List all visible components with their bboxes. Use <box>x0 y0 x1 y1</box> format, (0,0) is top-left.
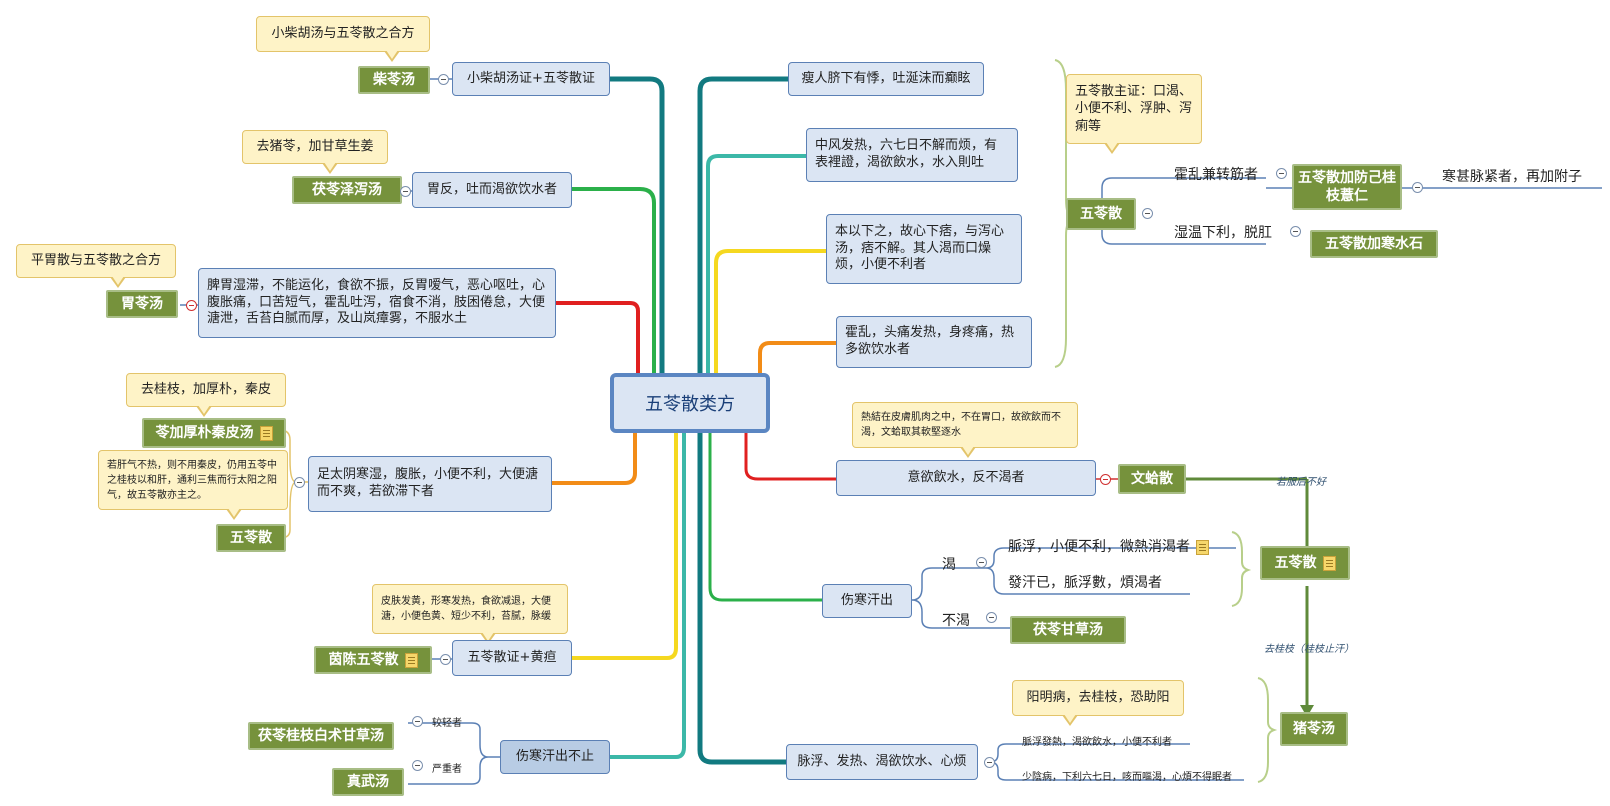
label-maifu-xiaoke-text: 脈浮，小便不利，微熱消渴者 <box>1008 539 1190 555</box>
node-maifu-fare[interactable]: 脉浮、发热、渴欲饮水、心烦 <box>786 744 978 780</box>
collapse-toggle[interactable] <box>186 300 197 311</box>
callout-gan-qi: 若肝气不热，则不用秦皮，仍用五苓中之桂枝以和肝，通利三焦而行太阳之阳气，故五苓散… <box>98 450 288 510</box>
node-zutaiyin-hanshi[interactable]: 足太阴寒湿，腹胀，小便不利，大便溏而不爽，若欲滞下者 <box>308 456 552 512</box>
remedy-ling-jia-houpo-qinpi-tang[interactable]: 苓加厚朴秦皮汤 <box>142 418 286 448</box>
collapse-toggle[interactable] <box>1276 168 1287 179</box>
node-shanghan-hanchu[interactable]: 伤寒汗出 <box>822 584 912 618</box>
label-fahan-fanke: 發汗已，脈浮數，煩渴者 <box>1008 575 1162 591</box>
node-piwei-shizhi[interactable]: 脾胃湿滞，不能运化，食欲不振，反胃嗳气，恶心呕吐，心腹胀痛，口苦短气，霍乱吐泻，… <box>198 268 556 338</box>
collapse-toggle[interactable] <box>412 760 423 771</box>
remedy-label: 苓加厚朴秦皮汤 <box>155 424 254 441</box>
node-zhongfeng-fare[interactable]: 中风发热，六七日不解而烦，有表裡證，渴欲飲水，水入則吐 <box>806 128 1018 182</box>
note-icon[interactable] <box>404 652 418 668</box>
callout-tail <box>322 162 338 174</box>
remedy-fuling-guizhi-baizhu-gancao-tang[interactable]: 茯苓桂枝白术甘草汤 <box>248 722 394 750</box>
note-icon[interactable] <box>259 425 273 441</box>
remedy-zhuling-tang[interactable]: 猪苓汤 <box>1280 712 1348 746</box>
callout-wenge: 熱結在皮膚肌肉之中，不在胃口，故欲飲而不渴，文蛤取其軟堅逐水 <box>852 402 1078 448</box>
callout-chailing: 小柴胡汤与五苓散之合方 <box>256 16 430 52</box>
collapse-toggle[interactable] <box>976 557 987 568</box>
remedy-weiling-tang[interactable]: 胃苓汤 <box>106 290 178 318</box>
collapse-toggle[interactable] <box>438 74 449 85</box>
callout-tail <box>480 632 496 644</box>
callout-tail <box>196 405 212 417</box>
remedy-label: 茵陈五苓散 <box>328 651 399 668</box>
callout-yinchen: 皮肤发黄，形寒发热，食欲减退，大便溏，小便色黄、短少不利，苔腻，脉缓 <box>372 584 568 634</box>
node-yiyu-yinshui[interactable]: 意欲飲水，反不渴者 <box>836 460 1096 496</box>
label-buke: 不渴 <box>942 613 970 629</box>
callout-wuling-zhuzheng: 五苓散主证：口渴、小便不利、浮肿、泻痢等 <box>1066 74 1202 144</box>
label-jiaoqing: 较轻者 <box>432 718 462 729</box>
collapse-toggle[interactable] <box>440 654 451 665</box>
collapse-toggle[interactable] <box>400 186 411 197</box>
callout-tail <box>226 508 242 520</box>
remedy-wuling-san-2[interactable]: 五苓散 <box>1260 546 1350 580</box>
remedy-yinchen-wuling-san[interactable]: 茵陈五苓散 <box>314 646 432 674</box>
collapse-toggle[interactable] <box>1412 182 1423 193</box>
callout-tail <box>1062 714 1078 726</box>
callout-tail <box>110 276 126 288</box>
label-hanshen-maijin: 寒甚脉紧者，再加附子 <box>1442 169 1582 185</box>
node-shouren-qixia[interactable]: 瘦人脐下有悸，吐涎沫而癫眩 <box>788 62 984 96</box>
remedy-wenge-san[interactable]: 文蛤散 <box>1118 464 1186 494</box>
collapse-toggle[interactable] <box>1100 474 1111 485</box>
label-huoluan-zhuanjin: 霍乱兼转筋者 <box>1174 167 1258 183</box>
remedy-wuling-san-main[interactable]: 五苓散 <box>1066 198 1136 230</box>
callout-tail <box>960 446 976 458</box>
remedy-zhenwu-tang[interactable]: 真武汤 <box>332 768 404 796</box>
remedy-fuling-zexie-tang[interactable]: 茯苓泽泻汤 <box>292 176 402 204</box>
central-topic[interactable]: 五苓散类方 <box>610 373 770 433</box>
label-ke: 渴 <box>942 557 956 573</box>
callout-yangming: 阳明病，去桂枝，恐助阳 <box>1012 680 1184 716</box>
label-yanzhong: 严重者 <box>432 764 462 775</box>
callout-tail <box>1104 142 1120 154</box>
label-maifu-fare-small: 脈浮發熱，渴欲飲水，小便不利者 <box>1022 737 1172 748</box>
collapse-toggle[interactable] <box>1142 208 1153 219</box>
note-icon[interactable] <box>1196 539 1209 555</box>
node-weifan[interactable]: 胃反，吐而渴欲饮水者 <box>412 172 572 208</box>
node-huoluan-toutong[interactable]: 霍乱，头痛发热，身疼痛，热多欲饮水者 <box>836 316 1032 368</box>
remedy-wuling-jia-fangji[interactable]: 五苓散加防己桂枝薏仁 <box>1292 164 1402 210</box>
remedy-label: 五苓散 <box>1274 554 1317 571</box>
node-xiaxia-xinxiapi[interactable]: 本以下之，故心下痞，与泻心汤，痞不解。其人渴而口燥烦，小便不利者 <box>826 214 1022 284</box>
label-maifu-xiaoke: 脈浮，小便不利，微熱消渴者 <box>1008 536 1209 556</box>
callout-weiling: 平胃散与五苓散之合方 <box>16 244 176 278</box>
collapse-toggle[interactable] <box>294 477 305 488</box>
callout-fuling-zexie: 去猪苓，加甘草生姜 <box>242 130 388 164</box>
collapse-toggle[interactable] <box>412 716 423 727</box>
node-xiaochaihu-wuling[interactable]: 小柴胡汤证+五苓散证 <box>452 62 610 96</box>
remedy-fuling-gancao-tang[interactable]: 茯苓甘草汤 <box>1010 616 1126 644</box>
label-shiwen-xiali: 湿温下利，脱肛 <box>1174 225 1272 241</box>
arrow-label-qu-guizhi: 去桂枝（桂枝止汗） <box>1264 644 1354 655</box>
collapse-toggle[interactable] <box>1290 226 1301 237</box>
arrow-label-fuhou-buhao: 若服后不好 <box>1276 477 1326 488</box>
callout-tail <box>384 50 400 62</box>
callout-ling-jia-houpo: 去桂枝，加厚朴，秦皮 <box>126 373 286 407</box>
collapse-toggle[interactable] <box>984 757 995 768</box>
node-shanghan-hanchu-buzhi[interactable]: 伤寒汗出不止 <box>500 740 610 774</box>
remedy-wuling-jia-hanshuishi[interactable]: 五苓散加寒水石 <box>1310 230 1438 258</box>
remedy-chailing-tang[interactable]: 柴苓汤 <box>358 66 430 94</box>
label-shaoyin-bing: 少陰病，下利六七日，咳而嘔渴，心煩不得眠者 <box>1022 772 1232 783</box>
node-wuling-huangdan[interactable]: 五苓散证+黄疸 <box>452 640 572 676</box>
collapse-toggle[interactable] <box>986 612 997 623</box>
remedy-wuling-san[interactable]: 五苓散 <box>216 524 286 552</box>
note-icon[interactable] <box>1322 555 1336 571</box>
